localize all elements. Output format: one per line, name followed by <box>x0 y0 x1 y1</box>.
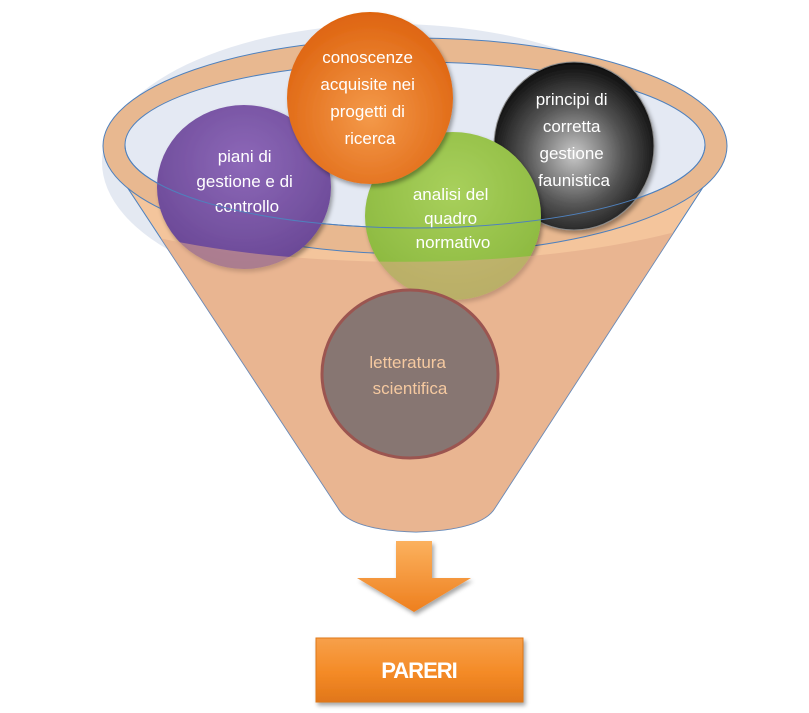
label-line: ricerca <box>344 129 396 148</box>
input-conoscenze-label: conoscenze acquisite nei progetti di ric… <box>320 48 419 148</box>
input-piani-circle <box>157 105 331 269</box>
label-line: scientifica <box>373 379 448 398</box>
label-line: letteratura <box>369 353 446 372</box>
arrow-down-icon <box>357 541 471 612</box>
output-label: PARERI <box>381 658 457 683</box>
label-line: acquisite nei <box>320 75 415 94</box>
label-line: principi di <box>536 90 608 109</box>
funnel-rim-front-edge <box>124 144 706 229</box>
input-analisi-circle <box>365 132 541 300</box>
input-conoscenze-circle <box>287 12 453 184</box>
label-line: faunistica <box>538 171 610 190</box>
input-principi-label: principi di corretta gestione faunistica <box>536 90 613 190</box>
label-line: gestione e di <box>196 172 292 191</box>
label-line: controllo <box>215 197 279 216</box>
input-letteratura: letteratura scientifica <box>320 288 500 460</box>
input-conoscenze: conoscenze acquisite nei progetti di ric… <box>287 12 453 184</box>
label-line: progetti di <box>330 102 405 121</box>
label-line: normativo <box>416 233 491 252</box>
label-line: corretta <box>543 117 601 136</box>
input-analisi: analisi del quadro normativo <box>365 132 541 300</box>
label-line: analisi del <box>413 185 489 204</box>
label-line: conoscenze <box>322 48 413 67</box>
label-line: gestione <box>539 144 603 163</box>
input-letteratura-circle <box>320 288 500 460</box>
label-line: quadro <box>424 209 477 228</box>
input-piani-label: piani di gestione e di controllo <box>196 147 297 216</box>
output-box-rect <box>315 637 524 703</box>
output-box: PARERI <box>315 637 524 703</box>
label-line: piani di <box>218 147 272 166</box>
input-piani: piani di gestione e di controllo <box>157 105 331 269</box>
input-analisi-label: analisi del quadro normativo <box>413 185 493 252</box>
input-letteratura-label: letteratura scientifica <box>369 353 450 398</box>
